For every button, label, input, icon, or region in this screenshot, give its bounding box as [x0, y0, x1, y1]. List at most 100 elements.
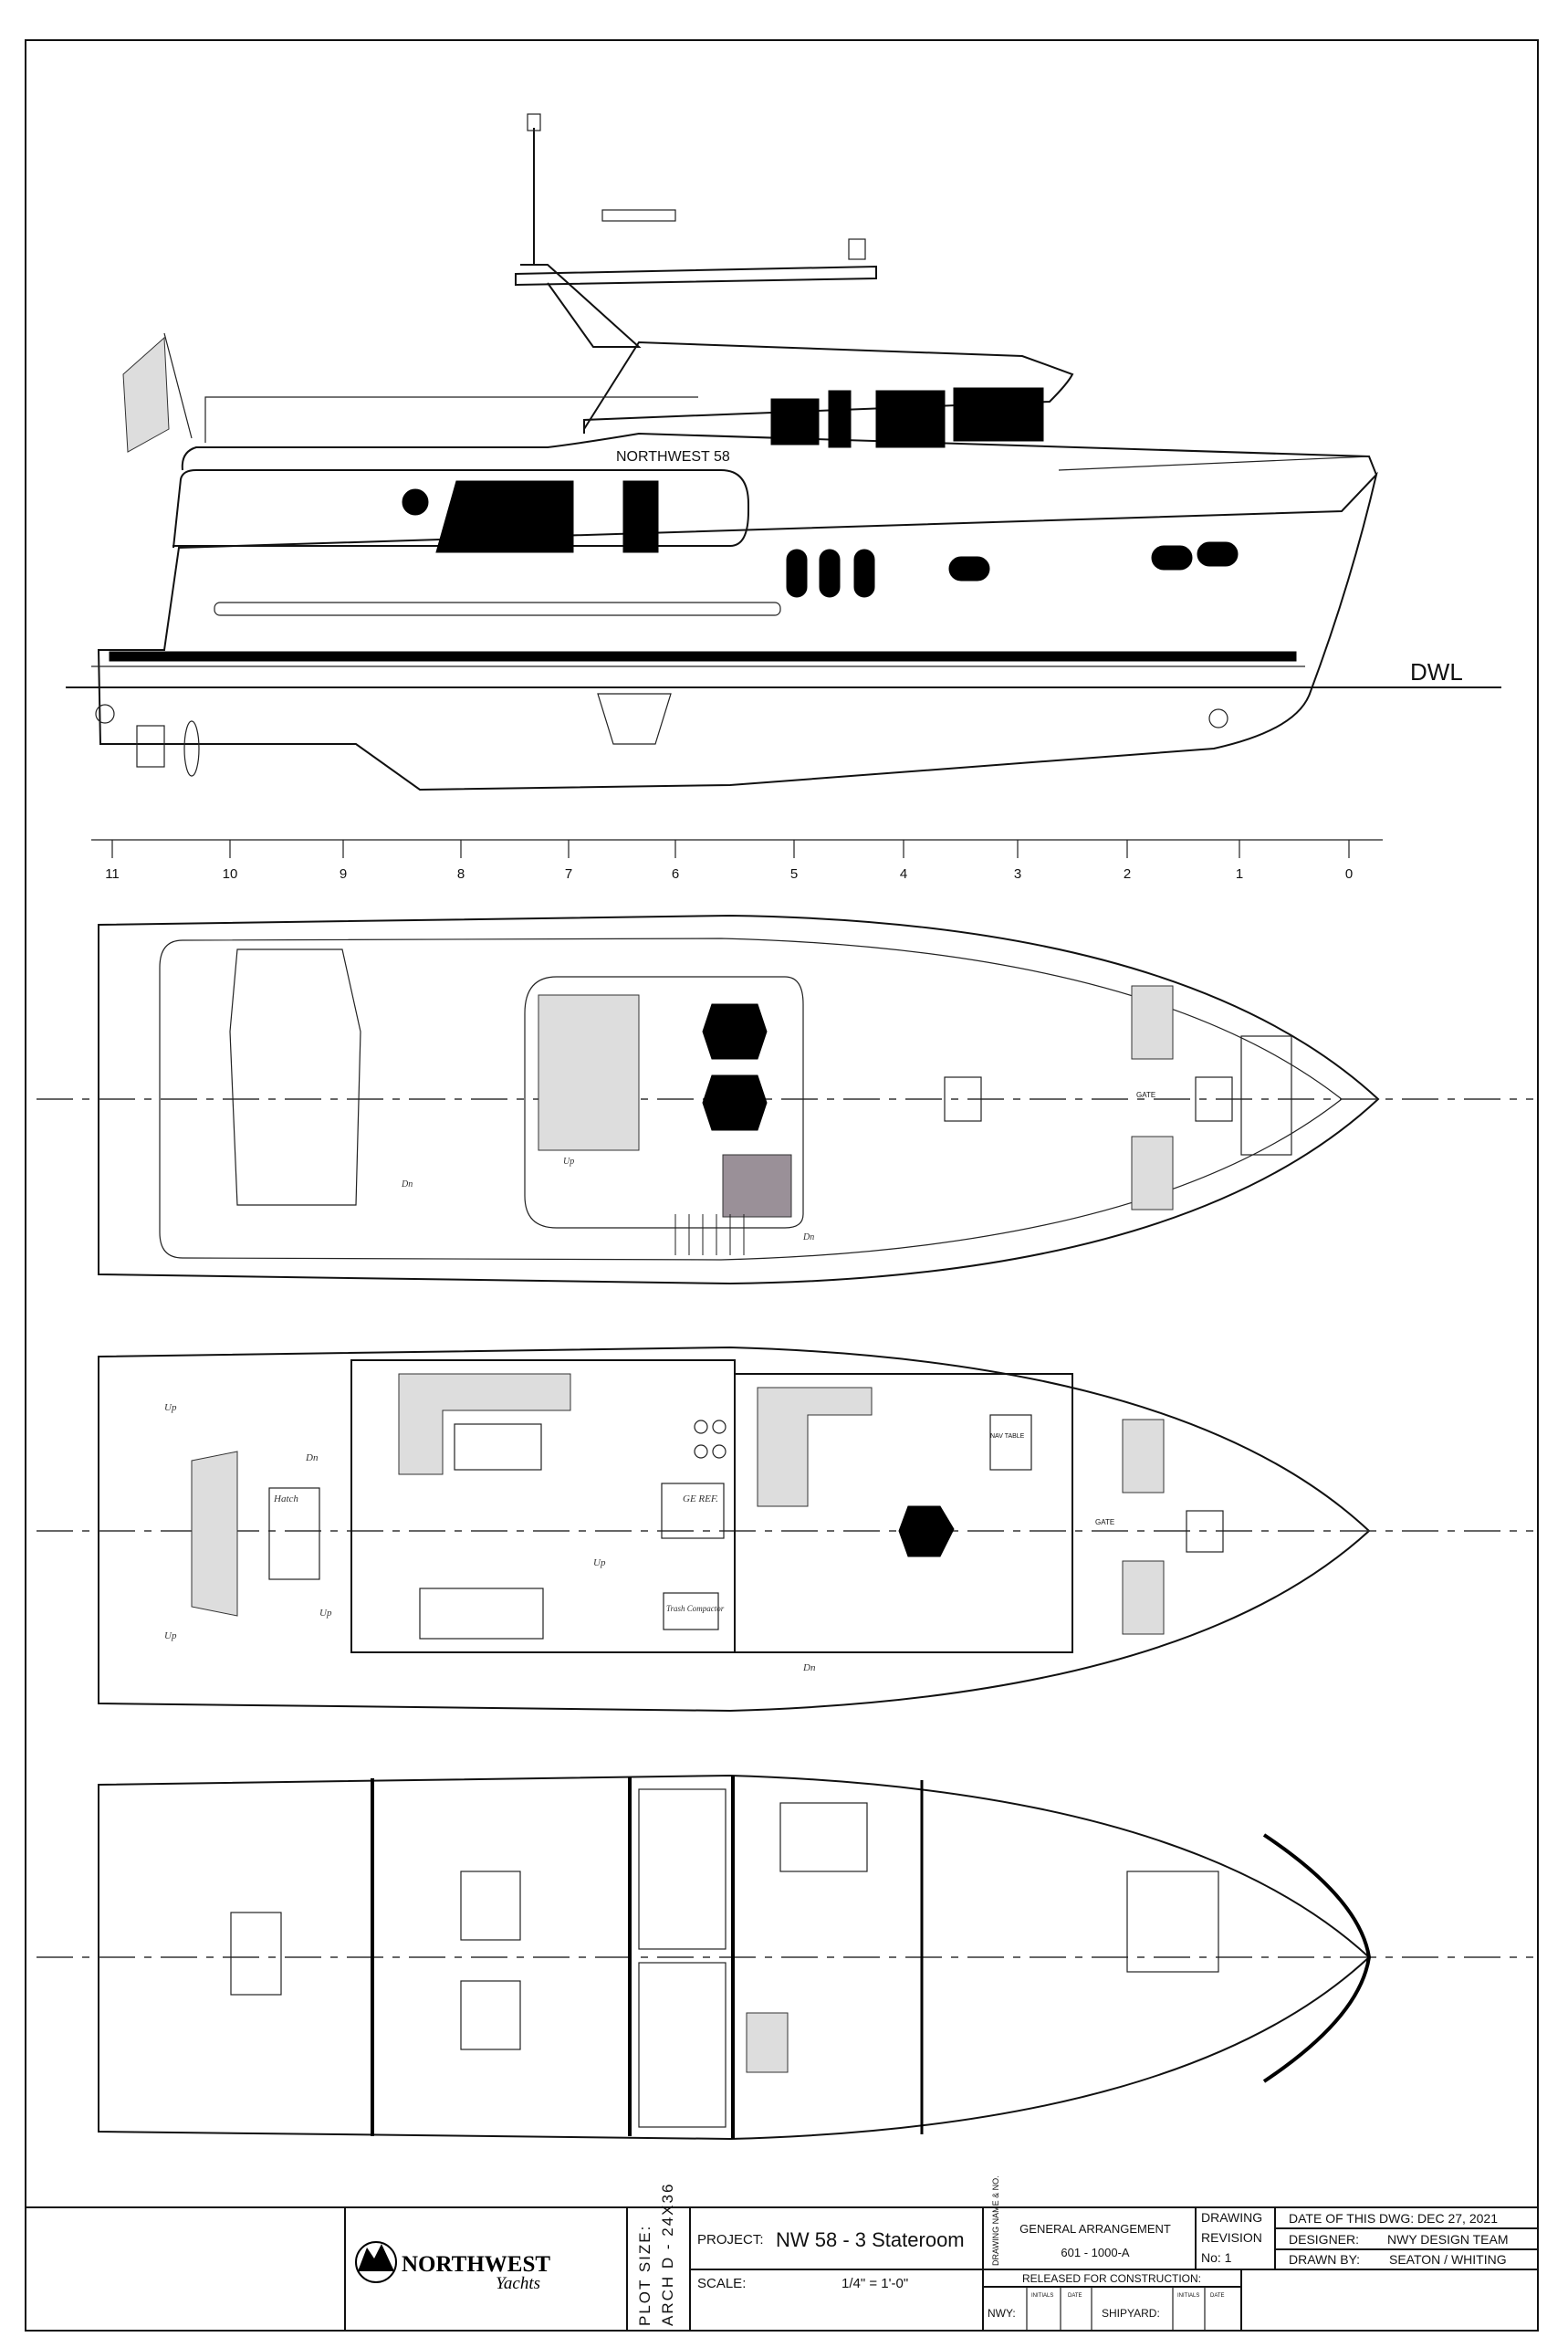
station-label: 1 — [1236, 866, 1243, 882]
porthole — [819, 549, 841, 598]
trash-label: Trash Compactor — [666, 1604, 725, 1613]
plot-size-value: ARCH D - 24X36 — [659, 2183, 676, 2326]
project-label: PROJECT: — [697, 2232, 764, 2248]
nav-table-label: NAV TABLE — [990, 1433, 1025, 1440]
boot-stripe — [109, 651, 1297, 662]
propeller-icon — [183, 720, 200, 777]
pilothouse-window — [875, 390, 946, 448]
forepeak-bulkhead — [1262, 1833, 1372, 2083]
stern-thruster-icon — [95, 704, 115, 724]
tank — [638, 1962, 727, 2128]
bow-seat — [1122, 1560, 1165, 1635]
station-label: 3 — [1014, 866, 1021, 882]
station-label: 5 — [790, 866, 798, 882]
vip-berth — [1126, 1871, 1219, 1973]
flybridge-plan: GATE Up Dn Dn — [37, 914, 1533, 1285]
bow-thruster-icon — [1208, 708, 1228, 728]
hull-name: NORTHWEST 58 — [616, 449, 730, 465]
main-deck-line — [181, 432, 1377, 476]
helm-chair — [702, 1074, 768, 1131]
station-label: 10 — [223, 866, 238, 882]
hatch — [1195, 1076, 1233, 1122]
trash-compactor — [663, 1592, 719, 1630]
saloon-door-window — [622, 480, 659, 553]
up-label: Up — [563, 1157, 574, 1167]
shower — [746, 2012, 789, 2073]
helm-chair — [898, 1505, 955, 1557]
bow-rail — [1058, 456, 1370, 471]
bow-seat — [1131, 985, 1174, 1060]
flag-icon — [122, 336, 170, 453]
master-berth — [779, 1802, 868, 1872]
up-label: Up — [319, 1608, 332, 1619]
pilothouse-settee — [757, 1387, 873, 1507]
drawing-name-label: DRAWING NAME & NO. — [991, 2175, 1000, 2266]
cockpit-settee — [191, 1451, 238, 1617]
hull-outline — [97, 471, 1378, 791]
station-label: 9 — [340, 866, 347, 882]
hardtop — [515, 265, 877, 287]
station-label: 6 — [672, 866, 679, 882]
down-label: Dn — [305, 1452, 319, 1463]
aft-settee — [419, 1588, 544, 1640]
hatch-label: Hatch — [273, 1493, 298, 1504]
up-label: Up — [164, 1630, 177, 1641]
cooktop-icon — [694, 1420, 727, 1459]
pilothouse-window — [953, 387, 1044, 442]
drawn-by-label: DRAWN BY: — [1289, 2252, 1360, 2267]
l-settee — [398, 1373, 571, 1475]
main-deck-plan: Hatch GE REF. Trash Compactor NAV TABLE … — [37, 1346, 1533, 1713]
drawn-by-value: SEATON / WHITING — [1389, 2252, 1507, 2267]
porthole — [786, 549, 808, 598]
tender-dinghy — [229, 948, 361, 1206]
saloon-table — [454, 1423, 542, 1471]
pilothouse — [583, 341, 1074, 434]
waterline-label: DWL — [1410, 658, 1463, 686]
designer-label: DESIGNER: — [1289, 2232, 1359, 2247]
station-label: 4 — [900, 866, 907, 882]
revision-label-2: REVISION — [1201, 2230, 1262, 2245]
released-label: RELEASED FOR CONSTRUCTION: — [1022, 2272, 1201, 2285]
down-label: Dn — [802, 1662, 816, 1673]
spotlight-icon — [848, 238, 866, 260]
mast — [520, 264, 642, 348]
gate-label: GATE — [1095, 1518, 1114, 1526]
lower-deck-plan — [37, 1774, 1533, 2141]
bow-seat — [1122, 1419, 1165, 1493]
pilothouse-window — [770, 398, 820, 445]
porthole — [948, 556, 990, 582]
saloon-window — [435, 480, 574, 553]
drawing-name: GENERAL ARRANGEMENT — [1019, 2222, 1171, 2236]
station-label: 11 — [105, 866, 120, 882]
grill — [722, 1154, 792, 1218]
helm-chair — [702, 1003, 768, 1060]
date-small-label: DATE — [1210, 2293, 1225, 2299]
revision-label-1: DRAWING — [1201, 2210, 1262, 2225]
flybridge-hull-outline — [98, 914, 1380, 1285]
plot-size-label: PLOT SIZE: — [636, 2225, 653, 2326]
up-label: Up — [593, 1557, 606, 1568]
rub-rail — [214, 602, 781, 616]
tank — [638, 1788, 727, 1950]
bow-seat — [1131, 1136, 1174, 1210]
engine — [460, 1980, 521, 2050]
initials-label: INITIALS — [1177, 2293, 1199, 2299]
down-label: Dn — [802, 1232, 814, 1242]
profile-view: DWL NORTHWEST 58 — [66, 113, 1501, 791]
rudder — [136, 725, 165, 768]
gate-label: GATE — [1136, 1091, 1155, 1099]
helm-station — [524, 976, 804, 1229]
revision-number: No: 1 — [1201, 2250, 1232, 2265]
cockpit-hatch — [268, 1487, 320, 1580]
date-small-label: DATE — [1068, 2293, 1082, 2299]
saloon-house — [172, 469, 749, 549]
station-label: 2 — [1124, 866, 1131, 882]
pilothouse-plan — [734, 1373, 1073, 1653]
keel-stabilizer — [597, 693, 672, 745]
drawing-number: 601 - 1000-A — [1061, 2246, 1129, 2259]
windlass — [1240, 1035, 1292, 1156]
settee — [538, 994, 640, 1151]
flybridge-rail — [204, 396, 698, 443]
